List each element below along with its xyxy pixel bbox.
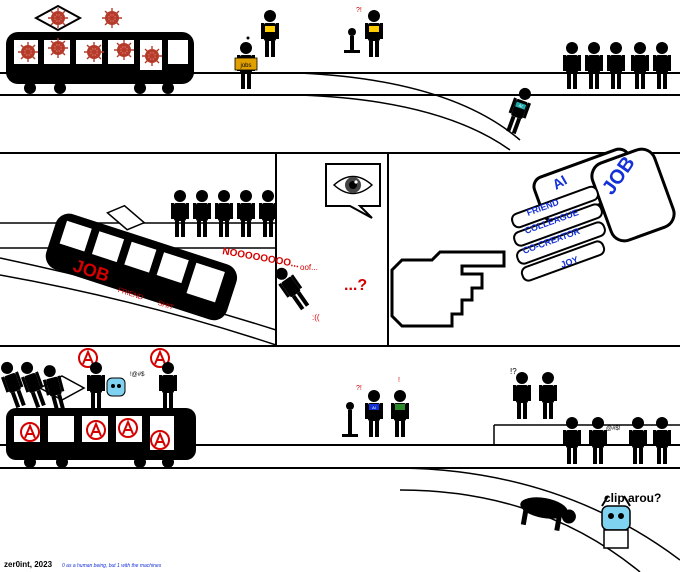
right-group: @#$! xyxy=(563,417,671,464)
jobs-sign-person: jobs xyxy=(234,42,258,89)
middle-group: AI ?! ! xyxy=(342,377,409,437)
eye-icon xyxy=(332,175,374,195)
crashing-tram: JOB FRIEND SHIT xyxy=(45,204,238,321)
question-text: ?! xyxy=(356,7,362,14)
robot-talk-left: !@#$ xyxy=(130,372,145,378)
ai-person-on-track: AI xyxy=(502,85,536,136)
tram-shit-text: SHIT xyxy=(157,300,175,312)
robot-arm: AI JOB FRIEND COLLEAGUE CO-CREATOR JOY xyxy=(511,147,676,282)
scream-text: NOOOOOOOO... xyxy=(221,246,300,270)
figure-row xyxy=(563,42,671,89)
signature: zer0int, 2023 xyxy=(4,560,53,569)
clip-robot xyxy=(601,495,631,549)
panel-2: JOB FRIEND SHIT NOOOOOOOO... oof... ...?… xyxy=(0,190,367,346)
panel-4: !@#$ AI ?! ! !? @#$! xyxy=(0,348,680,572)
mascot-robot: !@#$ xyxy=(106,372,145,397)
crawling-person xyxy=(520,497,576,531)
ellipsis-question: ...? xyxy=(344,277,367,294)
clip-arou-text: clip arou? xyxy=(604,491,661,505)
ai-shirt-text: AI xyxy=(518,103,523,109)
small-robot xyxy=(344,28,360,53)
panel-1: jobs ?! AI xyxy=(0,4,680,151)
crowd-behind-panel2 xyxy=(171,190,277,237)
ai-badge: AI xyxy=(372,405,376,410)
exclaim-right: ! xyxy=(398,377,400,384)
question-mid: !? xyxy=(510,367,517,376)
panel-eye xyxy=(325,163,381,219)
panel-3: AI JOB FRIEND COLLEAGUE CO-CREATOR JOY xyxy=(390,147,676,328)
talk-right: @#$! xyxy=(606,426,621,432)
tram-with-viruses xyxy=(6,4,194,94)
person-with-robot: ?! xyxy=(356,7,383,57)
jobs-sign-text: jobs xyxy=(239,63,251,69)
pixel-hand-icon xyxy=(390,250,506,328)
exclaim-left: ?! xyxy=(356,385,362,392)
scratch-text: :(( xyxy=(312,313,320,322)
ai-label: AI xyxy=(550,172,570,193)
rioters: !@#$ xyxy=(0,359,177,414)
oof-text: oof... xyxy=(300,263,318,272)
suited-pair: !? xyxy=(510,367,557,419)
caption: 0 as a human being, but 1 with the machi… xyxy=(62,563,162,569)
